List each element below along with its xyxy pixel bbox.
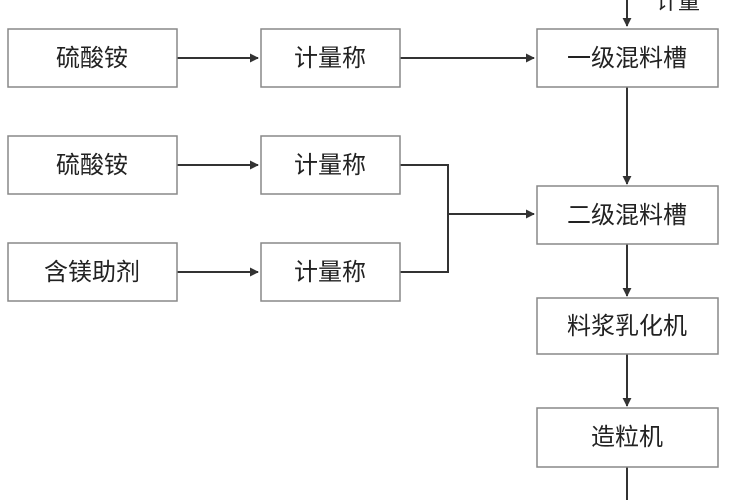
node-source3: 含镁助剂 [7,242,178,302]
node-source2: 硫酸铵 [7,135,178,195]
node-source1-label: 硫酸铵 [56,44,128,72]
node-granulator: 造粒机 [536,407,719,468]
connectors [177,0,632,500]
node-mix2: 二级混料槽 [536,185,719,245]
node-scale1: 计量称 [260,28,401,88]
node-source3-label: 含镁助剂 [44,258,140,286]
node-source1: 硫酸铵 [7,28,178,88]
node-source2-label: 硫酸铵 [56,151,128,179]
node-mix1-label: 一级混料槽 [567,44,687,72]
node-scale2-label: 计量称 [294,151,366,179]
node-scale2: 计量称 [260,135,401,195]
node-scale3-label: 计量称 [294,258,366,286]
node-emulsifier-label: 料浆乳化机 [567,312,687,340]
top-input-label: 计量 [656,0,700,15]
node-mix1: 一级混料槽 [536,28,719,88]
node-scale1-label: 计量称 [294,44,366,72]
line-scale2-to-merge [400,164,449,273]
node-granulator-label: 造粒机 [591,423,663,451]
node-scale3: 计量称 [260,242,401,302]
node-emulsifier: 料浆乳化机 [536,297,719,355]
node-mix2-label: 二级混料槽 [567,201,687,229]
